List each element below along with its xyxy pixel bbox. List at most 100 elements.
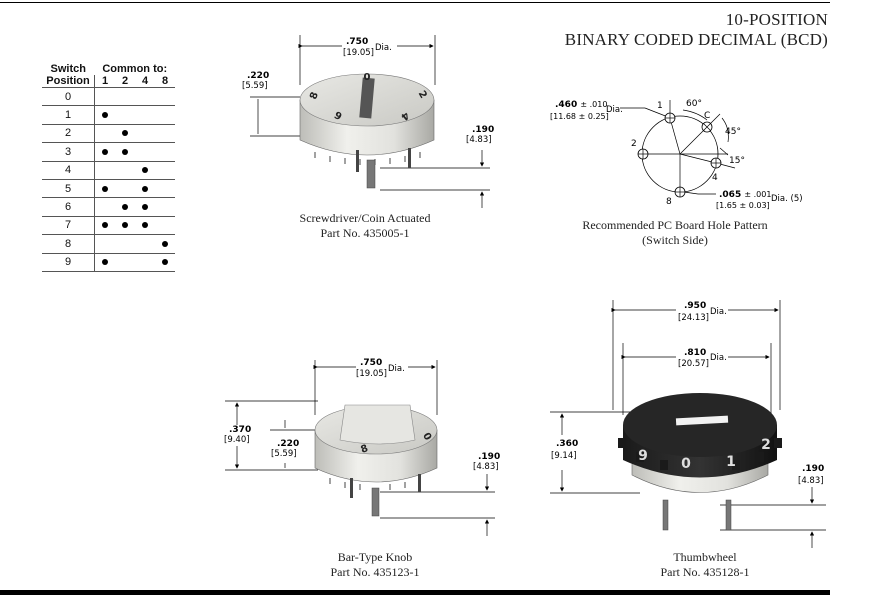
bit-dot <box>102 222 108 229</box>
bit-header: 1 <box>101 75 109 87</box>
bit-cell <box>135 252 155 272</box>
hole-dia: .065 ± .001 <box>719 190 771 200</box>
dim-value: .360 <box>556 439 578 449</box>
bit-dot <box>102 112 108 119</box>
wheel-digit: 2 <box>761 437 771 453</box>
caption-line: Part No. 435128-1 <box>660 565 750 579</box>
bit-cell <box>115 215 135 235</box>
bit-cell <box>135 86 155 106</box>
thumbwheel-drawing: 9 0 1 2 .950 [24.13] Dia. .810 [20.57] D… <box>550 300 826 548</box>
bit-cell <box>135 105 155 125</box>
hole-label: 8 <box>666 197 672 207</box>
dial-label: 0 <box>420 431 433 443</box>
dial-label: 6 <box>333 108 345 121</box>
thumb-caption: Thumbwheel Part No. 435128-1 <box>630 550 780 580</box>
wheel-digit: 0 <box>681 456 691 472</box>
position-cell: 4 <box>42 160 95 180</box>
table-row: 1 <box>42 105 175 125</box>
caption-line: (Switch Side) <box>642 233 708 247</box>
bit-cell <box>135 123 155 143</box>
bit-cell <box>135 197 155 217</box>
bit-cell <box>155 86 175 106</box>
dim-value: .950 <box>684 301 706 311</box>
bit-cell <box>135 215 155 235</box>
bit-dot <box>142 204 148 211</box>
dim-dia: Dia. <box>375 43 392 53</box>
bit-header: 4 <box>141 75 149 87</box>
dim-mm: [4.83] <box>798 476 824 486</box>
bit-cell <box>115 197 135 217</box>
bit-cell <box>155 105 175 125</box>
dim-mm: [5.59] <box>271 449 297 459</box>
dim-value: .220 <box>247 71 269 81</box>
bit-cell <box>94 123 115 143</box>
header-position: Position <box>42 75 95 88</box>
position-cell: 1 <box>42 105 95 125</box>
screwdriver-switch-drawing: 0 2 4 6 8 .750 [19.05] Dia. .220 [5.59] … <box>242 35 494 208</box>
bit-cell <box>94 178 115 198</box>
bit-cell <box>155 252 175 272</box>
bar-knob-drawing: 8 0 .750 [19.05] Dia. .370 [9.40] .220 [… <box>224 358 500 536</box>
bit-cell <box>115 86 135 106</box>
bit-dot <box>162 259 168 266</box>
wheel-digit: 9 <box>638 448 648 464</box>
bit-cell <box>155 234 175 254</box>
table-row: 8 <box>42 234 175 254</box>
bit-dot <box>162 240 168 247</box>
caption-line: Recommended PC Board Hole Pattern <box>582 218 768 232</box>
header-common: Common to: <box>102 63 168 75</box>
bit-cell <box>115 105 135 125</box>
bottom-rule <box>0 590 830 595</box>
dim-value: .750 <box>346 37 368 47</box>
dial-label: 0 <box>364 72 371 83</box>
position-cell: 7 <box>42 215 95 235</box>
dim-value: .220 <box>277 439 299 449</box>
bit-dot <box>122 204 128 211</box>
table-row: 6 <box>42 197 175 217</box>
page-title-line2: BINARY CODED DECIMAL (BCD) <box>564 30 828 49</box>
table-row: 7 <box>42 215 175 235</box>
dim-mm: [5.59] <box>242 81 268 91</box>
dim-mm: [4.83] <box>473 462 499 472</box>
dim-value: .190 <box>478 452 500 462</box>
position-cell: 3 <box>42 142 95 162</box>
page-title-line1: 10-POSITION <box>725 10 828 29</box>
caption-line: Screwdriver/Coin Actuated <box>299 211 431 225</box>
bit-dot <box>142 185 148 192</box>
caption-line: Part No. 435123-1 <box>330 565 420 579</box>
bit-cell <box>94 234 115 254</box>
bit-dot <box>142 167 148 174</box>
bar-caption: Bar-Type Knob Part No. 435123-1 <box>300 550 450 580</box>
hole-label: C <box>704 111 710 121</box>
bit-cell <box>155 123 175 143</box>
bit-cell <box>135 160 155 180</box>
pcb-caption: Recommended PC Board Hole Pattern (Switc… <box>560 218 790 248</box>
hole-dia-mm: [1.65 ± 0.03] <box>716 201 770 210</box>
dial-label: 8 <box>359 443 369 456</box>
hole-dia-word: Dia. (5) <box>771 194 803 204</box>
dim-value: .370 <box>229 425 251 435</box>
caption-line: Thumbwheel <box>673 550 737 564</box>
table-row: 9 <box>42 252 175 272</box>
pcb-dia-mm: [11.68 ± 0.25] <box>550 112 609 121</box>
bit-cell <box>155 142 175 162</box>
table-row: 0 <box>42 86 175 106</box>
dim-dia: Dia. <box>710 307 727 317</box>
bit-cell <box>155 215 175 235</box>
bit-dot <box>142 222 148 229</box>
pcb-hole-pattern: 1 C 2 4 8 60° 45° 15° .460 ± .010 [11.68… <box>550 99 803 210</box>
bit-cell <box>94 105 115 125</box>
angle-label: 60° <box>686 99 702 109</box>
bit-header: 8 <box>161 75 169 87</box>
angle-label: 45° <box>725 127 741 137</box>
hole-label: 2 <box>631 139 637 149</box>
wheel-digit: 1 <box>726 454 736 470</box>
dim-mm: [9.14] <box>551 451 577 461</box>
table-row: 3 <box>42 142 175 162</box>
dim-dia: Dia. <box>710 353 727 363</box>
dim-mm: [19.05] <box>343 48 374 58</box>
dim-value: .810 <box>684 348 706 358</box>
dim-mm: [24.13] <box>678 313 709 323</box>
position-cell: 2 <box>42 123 95 143</box>
